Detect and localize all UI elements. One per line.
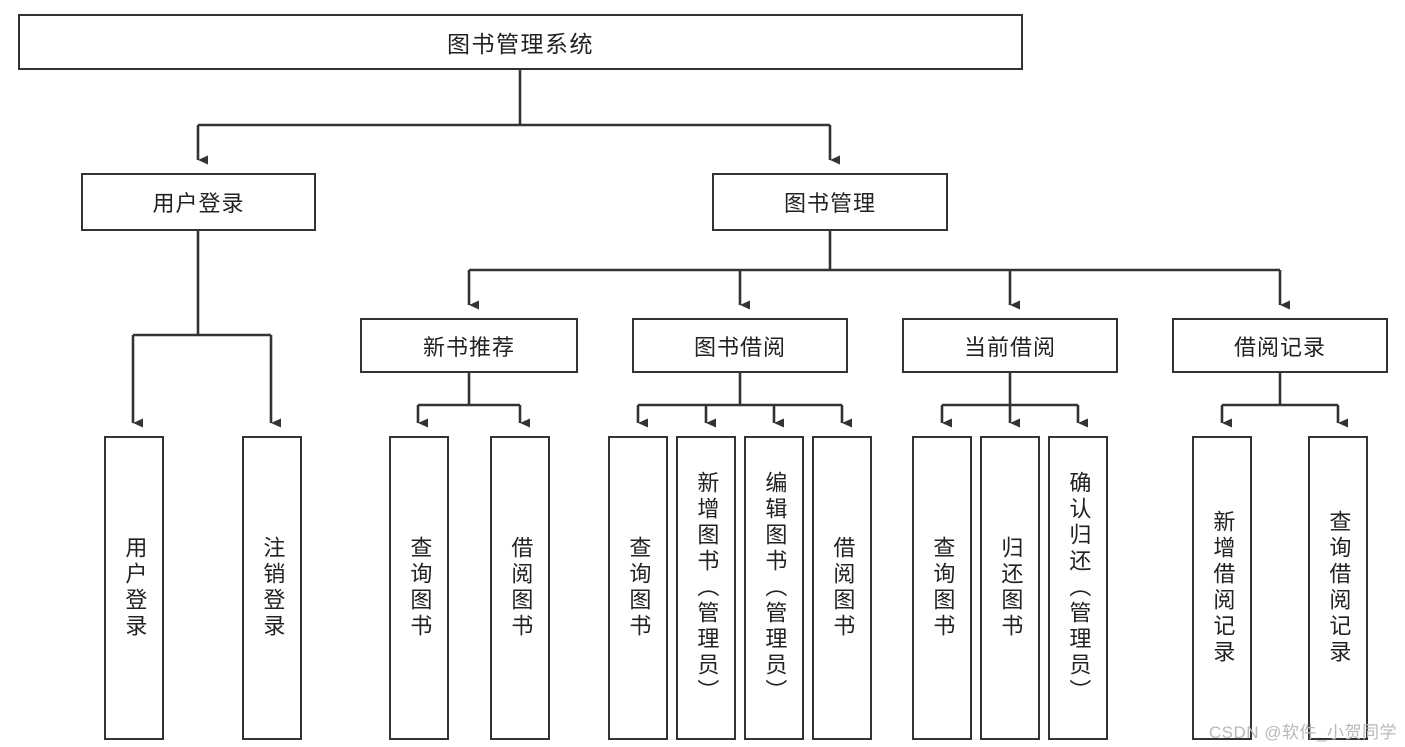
node-leaf-user-login[interactable]: 用户登录	[104, 436, 164, 740]
node-label: 查询图书	[407, 536, 433, 640]
node-label: 当前借阅	[963, 334, 1056, 360]
node-leaf-borrow-book[interactable]: 借阅图书	[812, 436, 872, 740]
node-label: 查询借阅记录	[1326, 510, 1352, 666]
node-label: 用户登录	[122, 536, 148, 640]
node-label: 查询图书	[930, 536, 956, 640]
node-label: 归还图书	[998, 536, 1024, 640]
node-leaf-query-book-recommend[interactable]: 查询图书	[389, 436, 449, 740]
node-label: 新增借阅记录	[1210, 510, 1236, 666]
node-label: 图书管理系统	[447, 31, 594, 57]
node-leaf-return-book[interactable]: 归还图书	[980, 436, 1040, 740]
node-leaf-logout[interactable]: 注销登录	[242, 436, 302, 740]
node-leaf-query-book-current[interactable]: 查询图书	[912, 436, 972, 740]
node-label: 借阅图书	[508, 536, 534, 640]
node-label: 借阅图书	[830, 536, 856, 640]
node-label: 注销登录	[260, 536, 286, 640]
node-user-login[interactable]: 用户登录	[81, 173, 316, 231]
node-label: 确认归还（管理员）	[1066, 471, 1092, 705]
node-label: 图书借阅	[693, 334, 786, 360]
node-leaf-add-borrow-record[interactable]: 新增借阅记录	[1192, 436, 1252, 740]
node-leaf-borrow-book-recommend[interactable]: 借阅图书	[490, 436, 550, 740]
node-label: 图书管理	[783, 191, 876, 216]
watermark: CSDN @软件_小贺同学	[1208, 723, 1397, 742]
node-label: 查询图书	[626, 536, 652, 640]
node-leaf-query-book-borrow[interactable]: 查询图书	[608, 436, 668, 740]
node-book-manage[interactable]: 图书管理	[712, 173, 948, 231]
node-borrow-record[interactable]: 借阅记录	[1172, 318, 1388, 373]
node-label: 新书推荐	[422, 334, 515, 360]
node-new-book-recommend[interactable]: 新书推荐	[360, 318, 578, 373]
node-leaf-add-book[interactable]: 新增图书（管理员）	[676, 436, 736, 740]
node-label: 编辑图书（管理员）	[762, 471, 788, 705]
node-label: 借阅记录	[1233, 334, 1326, 360]
node-leaf-confirm-return[interactable]: 确认归还（管理员）	[1048, 436, 1108, 740]
node-root-book-management-system[interactable]: 图书管理系统	[18, 14, 1023, 70]
node-label: 新增图书（管理员）	[694, 471, 720, 705]
node-label: 用户登录	[152, 191, 245, 216]
node-leaf-edit-book[interactable]: 编辑图书（管理员）	[744, 436, 804, 740]
node-current-borrow[interactable]: 当前借阅	[902, 318, 1118, 373]
node-leaf-query-borrow-record[interactable]: 查询借阅记录	[1308, 436, 1368, 740]
node-book-borrow[interactable]: 图书借阅	[632, 318, 848, 373]
